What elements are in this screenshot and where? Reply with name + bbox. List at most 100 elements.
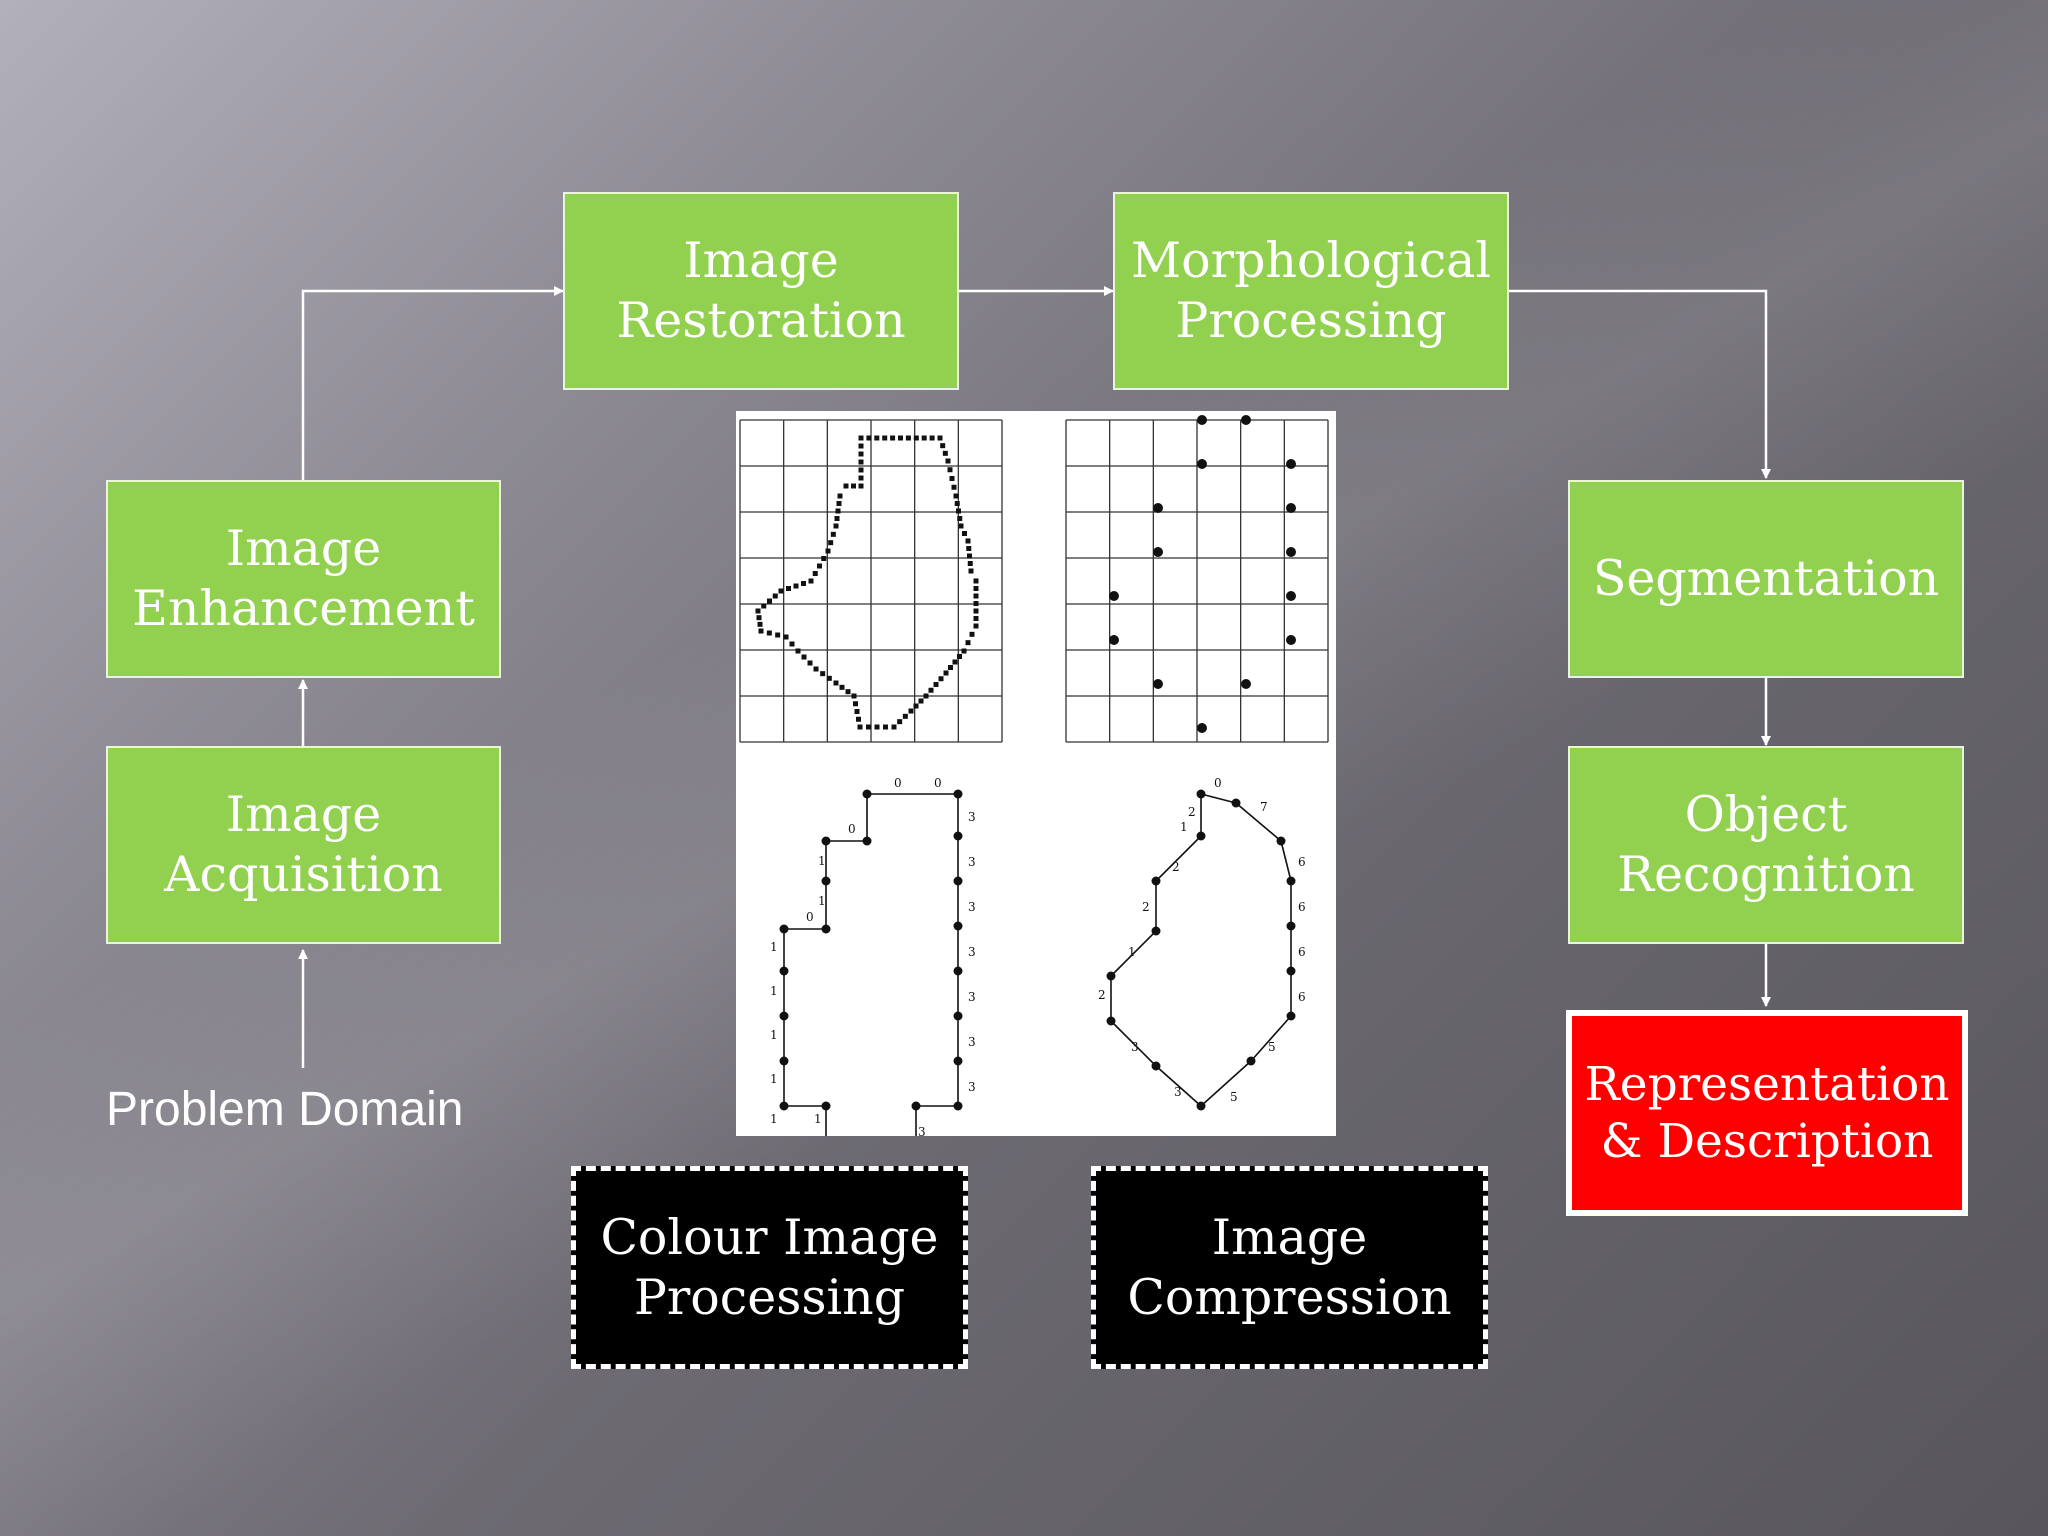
grid-node (1153, 503, 1163, 513)
arrow-enhancement-to-restoration (301, 286, 564, 480)
image-enhancement-line-2: Enhancement (132, 580, 475, 637)
morphological-processing-line-1: Morphological (1130, 232, 1492, 290)
chain-code-digit: 6 (1298, 855, 1306, 869)
representation-description-line-2: & Description (1600, 1114, 1934, 1169)
boundary-point (866, 724, 871, 730)
chain-code-digit: 5 (1268, 1040, 1276, 1054)
boundary-point (786, 586, 791, 591)
chain-code-digit: 3 (1131, 1040, 1139, 1054)
boundary-point (973, 616, 979, 621)
boundary-point (937, 435, 943, 441)
image-restoration-line-2: Restoration (616, 292, 906, 349)
chain-segment (1155, 1065, 1202, 1107)
boundary-point (891, 724, 897, 730)
representation-description-box: Representation & Description (1566, 1010, 1968, 1216)
boundary-point (826, 675, 832, 681)
chain-code-digit: 3 (968, 945, 976, 959)
image-restoration-box: Image Restoration (563, 192, 959, 390)
grid-node (1286, 459, 1296, 469)
boundary-point (947, 467, 953, 473)
boundary-point (882, 435, 888, 441)
boundary-point (969, 631, 975, 637)
boundary-point (913, 435, 919, 441)
chain-node (953, 1101, 963, 1111)
chain-code-digit: 3 (1174, 1085, 1182, 1099)
boundary-point (813, 666, 819, 672)
image-compression-box: Image Compression (1091, 1166, 1488, 1369)
chain-node (953, 921, 963, 931)
chain-node (1246, 1056, 1256, 1066)
boundary-point (866, 435, 872, 441)
boundary-point (957, 516, 963, 521)
boundary-point (766, 630, 772, 636)
boundary-point (940, 443, 946, 449)
boundary-point (890, 435, 896, 441)
boundary-point (761, 603, 767, 609)
chain-node (779, 1056, 789, 1066)
chain-node (1106, 971, 1116, 981)
chain-node (821, 924, 831, 934)
boundary-point (837, 493, 843, 499)
chain-node (779, 966, 789, 976)
chain-code-digit: 3 (968, 1080, 976, 1094)
boundary-point (858, 459, 864, 465)
arrow-morphological-to-segmentation (1509, 289, 1771, 479)
grid-node (1286, 503, 1296, 513)
boundary-point (858, 475, 864, 481)
chain-code-digit: 2 (1098, 988, 1106, 1002)
chain-code-digit: 1 (814, 1112, 822, 1126)
chain-segment (1250, 1015, 1292, 1062)
chain-node (1276, 836, 1286, 846)
morphological-processing-line-2: Processing (1175, 292, 1447, 349)
chain-code-digit: 0 (894, 776, 902, 790)
chain-code-digit: 0 (934, 776, 942, 790)
grid-node (1153, 547, 1163, 557)
chain-node (911, 1101, 921, 1111)
chain-segment (1235, 802, 1282, 842)
chain-code-digit: 1 (1128, 945, 1136, 959)
chain-node (821, 1101, 831, 1111)
chain-segment (1110, 1020, 1157, 1067)
boundary-point (755, 608, 761, 614)
chain-code-digit: 6 (1298, 990, 1306, 1004)
boundary-point (808, 578, 814, 584)
chain-code-digit: 1 (818, 854, 826, 868)
chain-node (1151, 926, 1161, 936)
chain-code-digit: 0 (806, 910, 814, 924)
boundary-point (967, 561, 973, 566)
problem-domain-label: Problem Domain (106, 1083, 464, 1136)
grid-node (1153, 679, 1163, 689)
boundary-point (845, 689, 851, 695)
boundary-point (793, 583, 799, 589)
boundary-point (836, 501, 842, 506)
chain-code-digit: 1 (770, 940, 778, 954)
boundary-point (965, 640, 971, 646)
boundary-point (908, 708, 914, 714)
chain-code-illustration: 003333333322211111101100766665533212212 (736, 411, 1336, 1136)
grid-node (1286, 635, 1296, 645)
chain-code-digit: 1 (770, 1028, 778, 1042)
chain-node (1151, 876, 1161, 886)
boundary-point (857, 724, 863, 730)
boundary-point (973, 608, 979, 614)
chain-node (953, 1011, 963, 1021)
boundary-point (973, 623, 979, 629)
chain-code-digit: 1 (818, 894, 826, 908)
grid-node (1286, 591, 1296, 601)
chain-node (1106, 1016, 1116, 1026)
chain-code-digit: 1 (770, 1112, 778, 1126)
object-recognition-line-1: Object (1684, 786, 1848, 844)
boundary-point (973, 586, 979, 591)
boundary-point (898, 435, 903, 441)
segmentation-line-1: Segmentation (1592, 550, 1940, 608)
chain-node (953, 831, 963, 841)
chain-segment (1280, 840, 1292, 882)
boundary-point (758, 628, 764, 634)
boundary-point (839, 684, 845, 690)
boundary-point (921, 435, 927, 441)
boundary-point (945, 458, 951, 464)
grid-node (1241, 679, 1251, 689)
grid-node (1197, 723, 1207, 733)
boundary-point (905, 435, 911, 441)
colour-image-processing-box: Colour Image Processing (571, 1166, 968, 1369)
